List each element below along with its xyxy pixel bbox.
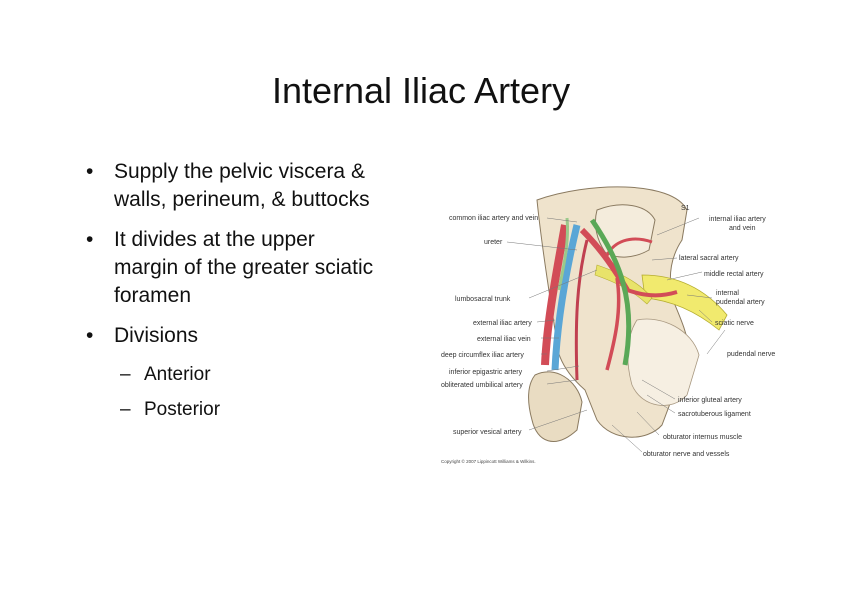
- sub-bullet-posterior: – Posterior: [86, 397, 446, 423]
- internal-iliac-branch-shape: [605, 277, 621, 371]
- sacrum-shape: [594, 204, 656, 258]
- bullet-divides: • It divides at the upper margin of the …: [86, 226, 446, 310]
- label-deep-circumflex: deep circumflex iliac artery: [441, 352, 524, 359]
- label-internal-pudendal-1: internal: [716, 290, 739, 297]
- label-inferior-epigastric: inferior epigastric artery: [449, 369, 523, 376]
- sub-bullet-dash: –: [120, 364, 131, 385]
- label-common-iliac: common iliac artery and vein: [449, 215, 538, 222]
- internal-iliac-branch-shape: [603, 237, 653, 261]
- bullet-line: Divisions: [114, 324, 199, 347]
- label-lumbosacral: lumbosacral trunk: [455, 296, 511, 303]
- internal-iliac-branch-shape: [626, 288, 678, 298]
- ischium-bone-shape: [528, 371, 583, 442]
- label-pudendal-nerve: pudendal nerve: [727, 351, 775, 358]
- label-obliterated-umbilical: obliterated umbilical artery: [441, 382, 523, 389]
- sub-bullet-text: Anterior: [144, 364, 211, 385]
- label-sacrotuberous: sacrotuberous ligament: [678, 411, 751, 418]
- bullet-line: It divides at the upper: [114, 228, 315, 251]
- sub-bullet-text: Posterior: [144, 399, 221, 420]
- label-external-iliac-artery: external iliac artery: [473, 320, 532, 327]
- label-middle-rectal: middle rectal artery: [704, 271, 764, 278]
- bullet-dot: •: [86, 228, 94, 251]
- label-inferior-gluteal: inferior gluteal artery: [678, 397, 742, 404]
- leader-lines: [506, 217, 726, 453]
- bullet-divisions: • Divisions: [86, 322, 446, 350]
- anatomy-figure: common iliac artery and vein S1 internal…: [437, 180, 787, 470]
- bullet-line: margin of the greater sciatic: [114, 256, 374, 279]
- label-internal-iliac-2: and vein: [729, 225, 756, 232]
- external-iliac-vein-shape: [551, 224, 581, 371]
- bullet-line: Supply the pelvic viscera &: [114, 160, 365, 183]
- label-internal-pudendal-2: pudendal artery: [716, 299, 765, 306]
- label-obturator-internus: obturator internus muscle: [663, 434, 742, 441]
- label-obturator-nerve: obturator nerve and vessels: [643, 451, 730, 458]
- label-internal-iliac-1: internal iliac artery: [709, 216, 766, 223]
- label-superior-vesical: superior vesical artery: [453, 429, 522, 436]
- common-iliac-vein-shape: [557, 217, 569, 291]
- pelvis-illustration: common iliac artery and vein S1 internal…: [441, 186, 775, 464]
- external-iliac-artery-shape: [541, 224, 569, 366]
- label-s1: S1: [681, 205, 690, 212]
- bullet-line: foramen: [114, 284, 192, 307]
- bullet-supply: • Supply the pelvic viscera & walls, per…: [86, 158, 446, 214]
- obliterated-umbilical-shape: [574, 239, 589, 381]
- label-external-iliac-vein: external iliac vein: [477, 336, 531, 343]
- ureter-shape: [589, 218, 632, 366]
- sub-bullet-dash: –: [120, 399, 131, 420]
- label-sciatic: sciatic nerve: [715, 320, 754, 327]
- label-ureter: ureter: [484, 239, 503, 246]
- bullet-list: • Supply the pelvic viscera & walls, per…: [86, 158, 446, 432]
- bullet-dot: •: [86, 160, 94, 183]
- slide-title: Internal Iliac Artery: [271, 70, 571, 111]
- bullet-line: walls, perineum, & buttocks: [114, 188, 370, 211]
- bullet-dot: •: [86, 324, 94, 347]
- label-lateral-sacral: lateral sacral artery: [679, 255, 739, 262]
- sub-bullet-anterior: – Anterior: [86, 362, 446, 388]
- figure-copyright: Copyright © 2007 Lippincott Williams & W…: [441, 458, 536, 464]
